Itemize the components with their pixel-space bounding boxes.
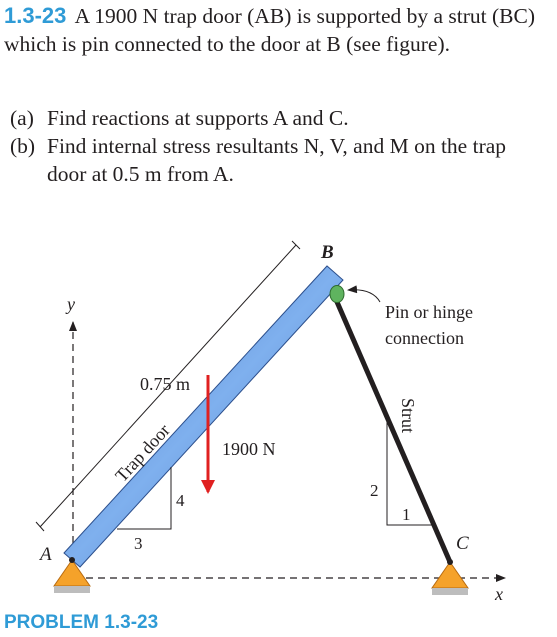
pin-b [329, 285, 345, 303]
strut-slope-run: 1 [402, 505, 411, 524]
dimension-label: 0.75 m [140, 374, 190, 394]
support-a [53, 557, 91, 593]
y-axis-label: y [65, 294, 75, 314]
trap-door [63, 265, 344, 568]
part-a: (a) Find reactions at supports A and C. [10, 104, 550, 132]
door-slope-triangle [117, 467, 172, 530]
pin-label-line1: Pin or hinge [385, 302, 473, 322]
part-b: (b) Find internal stress resultants N, V… [10, 132, 550, 188]
dimension-line [35, 240, 301, 532]
label-b: B [320, 242, 334, 263]
figure-caption: PROBLEM 1.3-23 [4, 612, 159, 633]
problem-number: 1.3-23 [4, 3, 67, 28]
load-label: 1900 N [222, 439, 276, 459]
part-a-text: Find reactions at supports A and C. [47, 106, 349, 130]
strut [331, 294, 453, 563]
x-axis-label: x [494, 584, 503, 604]
part-b-label: (b) [10, 134, 36, 158]
part-a-label: (a) [10, 106, 34, 130]
strut-slope-triangle [386, 421, 432, 526]
strut-slope-rise: 2 [370, 481, 379, 500]
part-b-text: Find internal stress resultants N, V, an… [47, 134, 507, 186]
strut-label: Strut [398, 398, 418, 433]
support-c [431, 559, 469, 595]
door-slope-run: 3 [134, 534, 143, 553]
pin-leader-arrow [347, 285, 381, 303]
label-a: A [38, 544, 52, 565]
problem-statement-text: A 1900 N trap door (AB) is supported by … [4, 4, 536, 56]
pin-label-line2: connection [385, 328, 464, 348]
problem-parts: (a) Find reactions at supports A and C. … [10, 104, 550, 188]
problem-statement: 1.3-23 A 1900 N trap door (AB) is suppor… [4, 2, 552, 58]
door-slope-rise: 4 [176, 491, 185, 510]
label-c: C [456, 533, 469, 554]
